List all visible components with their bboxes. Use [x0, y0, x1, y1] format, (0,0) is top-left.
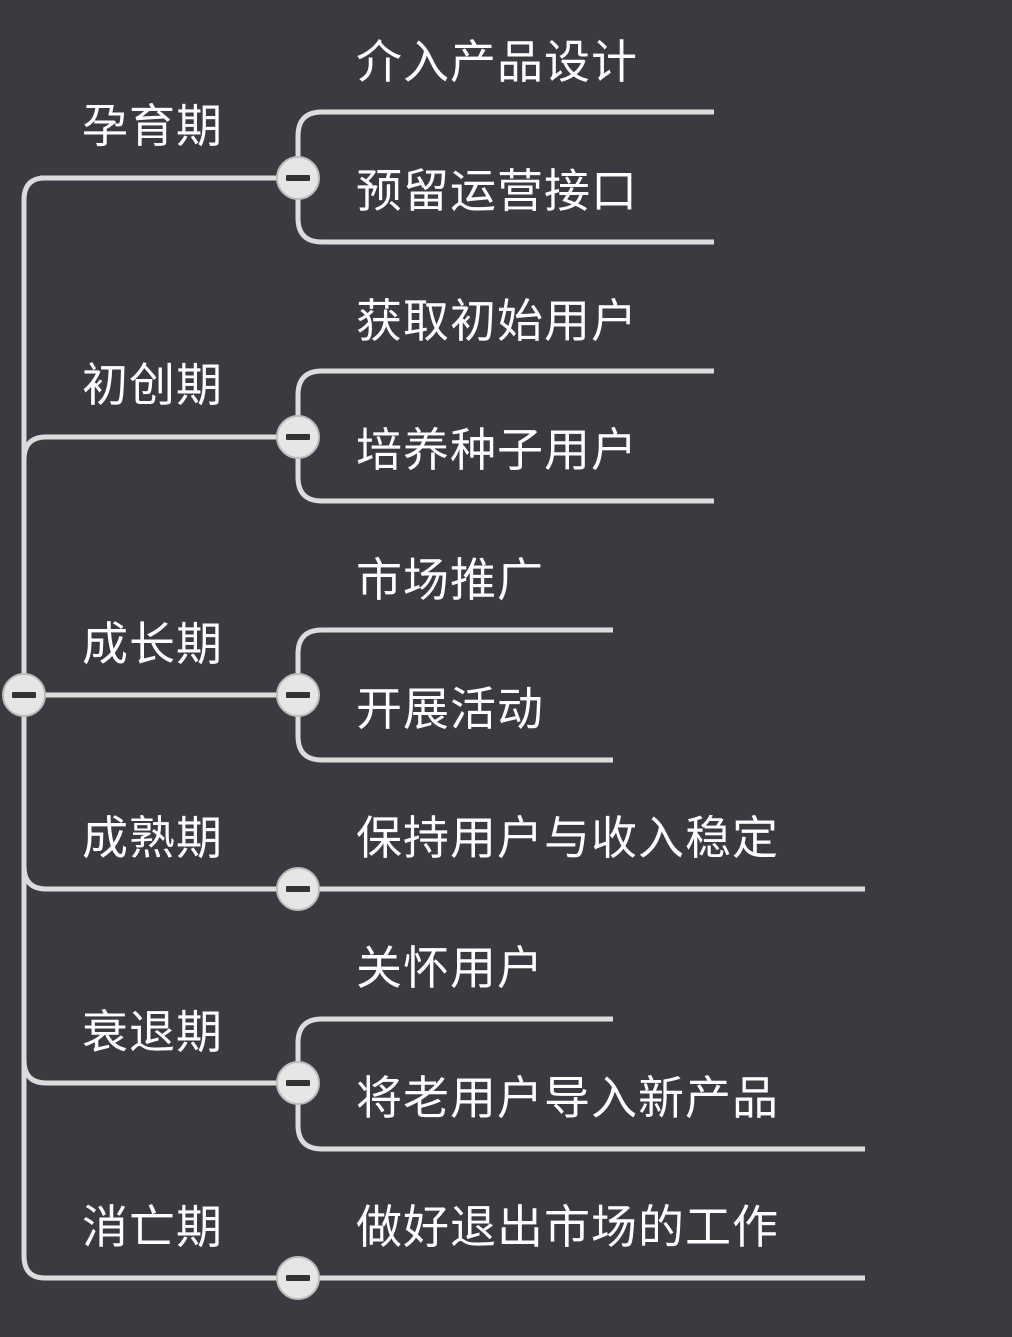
- branch-label[interactable]: 成熟期: [82, 811, 223, 865]
- branch-1-collapse-icon[interactable]: [276, 415, 320, 459]
- branch-label[interactable]: 衰退期: [82, 1005, 223, 1059]
- child-label[interactable]: 市场推广: [356, 553, 544, 607]
- root-trunk: [21, 175, 46, 1281]
- branch-label[interactable]: 孕育期: [82, 99, 223, 153]
- child-label[interactable]: 关怀用户: [356, 941, 544, 995]
- child-label[interactable]: 开展活动: [356, 682, 544, 736]
- branch-label[interactable]: 成长期: [82, 617, 223, 671]
- branch-label[interactable]: 初创期: [82, 358, 223, 412]
- branch-5-collapse-icon[interactable]: [276, 1256, 320, 1300]
- branch-0-collapse-icon[interactable]: [276, 156, 320, 200]
- child-label[interactable]: 介入产品设计: [356, 35, 638, 89]
- child-label[interactable]: 做好退出市场的工作: [356, 1200, 779, 1254]
- branch-3-collapse-icon[interactable]: [276, 867, 320, 911]
- child-label[interactable]: 保持用户与收入稳定: [356, 811, 779, 865]
- connector-branch-3: [21, 865, 298, 892]
- connector-branch-1: [21, 434, 298, 461]
- child-label[interactable]: 培养种子用户: [356, 423, 638, 477]
- connector-branch-4: [21, 1059, 298, 1086]
- child-label[interactable]: 预留运营接口: [356, 164, 638, 218]
- branch-4-collapse-icon[interactable]: [276, 1061, 320, 1105]
- child-label[interactable]: 获取初始用户: [356, 294, 638, 348]
- root-collapse-icon[interactable]: [2, 673, 46, 717]
- branch-label[interactable]: 消亡期: [82, 1200, 223, 1254]
- child-label[interactable]: 将老用户导入新产品: [356, 1071, 779, 1125]
- branch-2-collapse-icon[interactable]: [276, 673, 320, 717]
